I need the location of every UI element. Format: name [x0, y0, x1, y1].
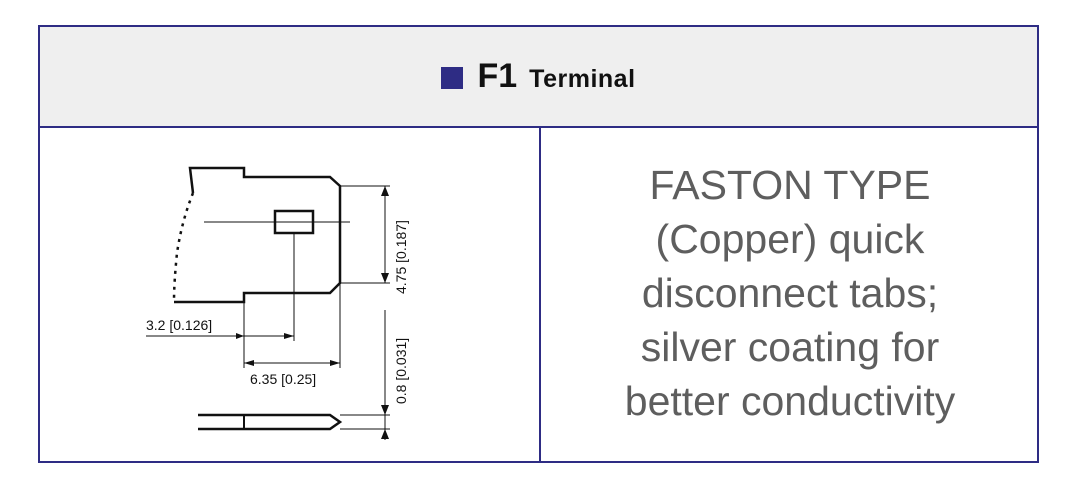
dim-length-label: 6.35 [0.25]	[250, 371, 316, 387]
description-text: FASTON TYPE (Copper) quick disconnect ta…	[625, 158, 955, 428]
dim-hole-label: 3.2 [0.126]	[146, 317, 212, 333]
description-line: disconnect tabs;	[641, 269, 939, 316]
tab-outline	[174, 166, 342, 304]
tab-side-view	[198, 413, 343, 431]
terminal-technical-drawing: 4.75 [0.187] 3.2 [0.126] 6.35 [0.25] 0.8…	[146, 166, 409, 440]
dim-thickness-label: 0.8 [0.031]	[393, 338, 409, 404]
dim-height-label: 4.75 [0.187]	[393, 220, 409, 294]
square-bullet-icon	[441, 66, 464, 89]
column-divider	[539, 126, 541, 463]
description-line: (Copper) quick	[655, 215, 925, 262]
terminal-spec-card: F1 Terminal	[38, 25, 1039, 463]
card-header: F1 Terminal	[40, 27, 1037, 128]
description-line: better conductivity	[624, 377, 956, 424]
tab-break-line	[172, 192, 195, 303]
terminal-description: FASTON TYPE (Copper) quick disconnect ta…	[541, 128, 1039, 463]
description-line: silver coating for	[640, 323, 940, 370]
terminal-title: Terminal	[529, 65, 636, 93]
terminal-code: F1	[477, 57, 518, 95]
description-line: FASTON TYPE	[649, 161, 931, 208]
